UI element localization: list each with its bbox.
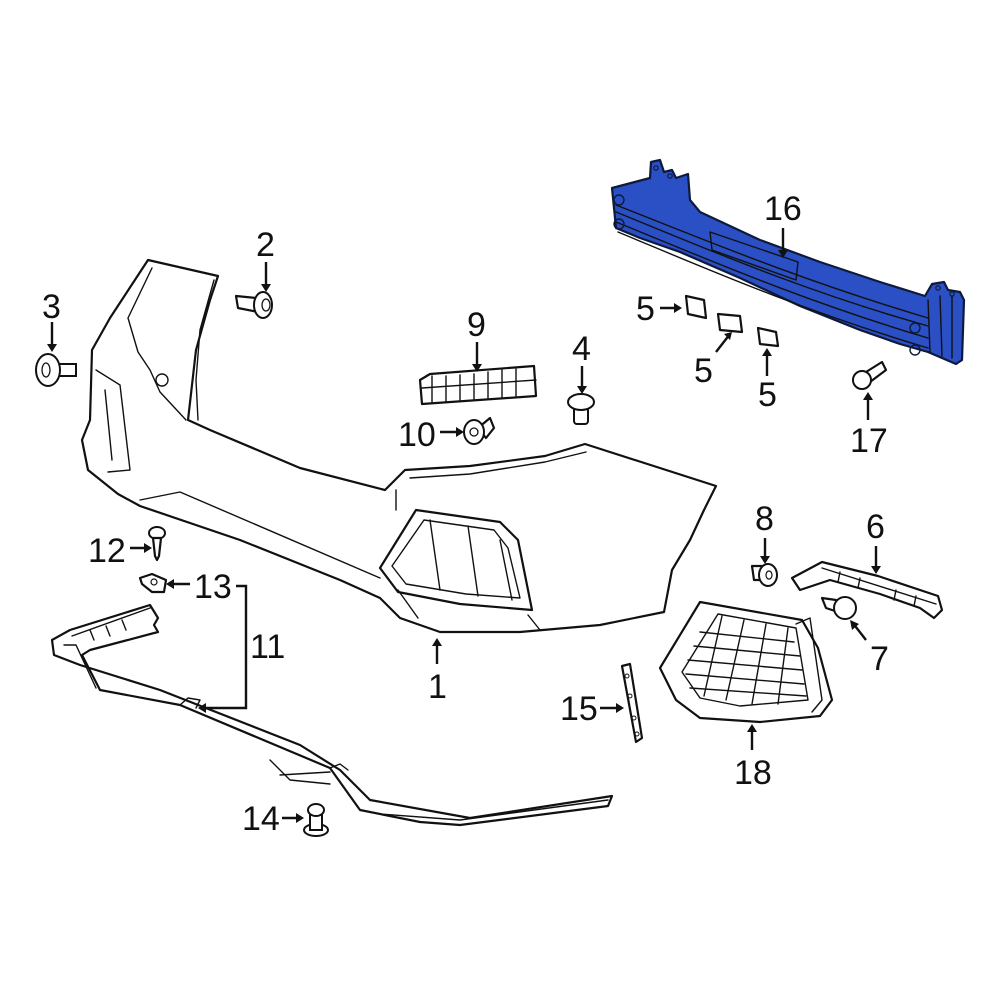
- grommet-nut-part-8[interactable]: [750, 563, 778, 587]
- flange-bolt-part-17[interactable]: [852, 360, 888, 390]
- callout-11[interactable]: 11: [250, 628, 285, 666]
- lower-spoiler-part-11[interactable]: [50, 603, 614, 827]
- callout-9[interactable]: 9: [467, 306, 486, 344]
- callout-15[interactable]: 15: [560, 690, 598, 728]
- mounting-bracket-part-15[interactable]: [620, 662, 644, 744]
- callout-5b[interactable]: 5: [694, 352, 713, 390]
- retainer-clip-part-7[interactable]: [820, 596, 857, 620]
- callout-2[interactable]: 2: [256, 226, 275, 264]
- callout-1[interactable]: 1: [428, 668, 447, 706]
- callout-17[interactable]: 17: [850, 422, 888, 460]
- impact-bar-part-16[interactable]: [610, 158, 966, 366]
- callout-10[interactable]: 10: [398, 416, 436, 454]
- callout-14[interactable]: 14: [242, 800, 280, 838]
- callout-18[interactable]: 18: [734, 754, 772, 792]
- tapping-screw-part-12[interactable]: [148, 526, 166, 562]
- callout-8[interactable]: 8: [755, 500, 774, 538]
- reflector-bracket-part-9[interactable]: [418, 364, 538, 406]
- push-clip-part-4[interactable]: [567, 393, 595, 425]
- fastener-part-14[interactable]: [303, 803, 329, 837]
- bolt-part-2[interactable]: [234, 291, 273, 319]
- callout-5c[interactable]: 5: [758, 376, 777, 414]
- callout-4[interactable]: 4: [572, 330, 591, 368]
- callout-7[interactable]: 7: [870, 640, 889, 678]
- fog-grille-part-18[interactable]: [658, 600, 834, 724]
- callout-6[interactable]: 6: [866, 508, 885, 546]
- side-bracket-part-6[interactable]: [790, 560, 944, 620]
- absorber-pads-part-5[interactable]: [684, 294, 780, 348]
- callout-3[interactable]: 3: [42, 288, 61, 326]
- callout-arrows: [47, 228, 881, 823]
- screw-clip-part-10[interactable]: [463, 416, 496, 445]
- bumper-cover-part-1[interactable]: [80, 258, 718, 634]
- callout-12[interactable]: 12: [88, 532, 126, 570]
- callout-5a[interactable]: 5: [636, 290, 655, 328]
- clip-nut-part-13[interactable]: [138, 572, 168, 594]
- grommet-part-3[interactable]: [35, 353, 77, 387]
- callout-16[interactable]: 16: [764, 190, 802, 228]
- callout-13[interactable]: 13: [194, 568, 232, 606]
